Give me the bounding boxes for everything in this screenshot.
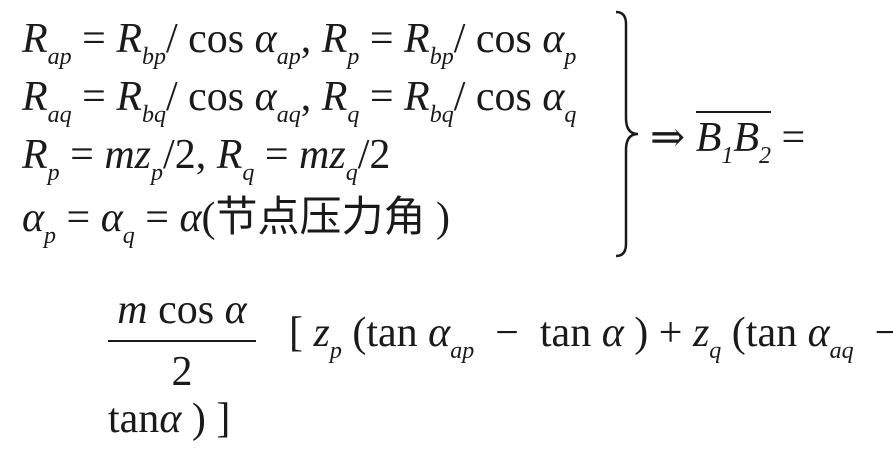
math-token: / cos — [166, 74, 255, 120]
subscript: p — [44, 223, 57, 249]
subscript: p — [347, 44, 360, 70]
math-token: (节点压力角 ) — [201, 195, 450, 241]
implies-symbol: ⇒ — [650, 115, 696, 161]
math-token: (tan — [721, 310, 808, 356]
subscript: 2 — [759, 143, 772, 169]
equation-line-3: Rp = mzp/2, Rq = mzq/2 — [22, 132, 391, 185]
equation-line-2: Raq = Rbq/ cos αaq, Rq = Rbq/ cos αq — [22, 74, 576, 127]
math-token: R — [22, 74, 48, 120]
cos: cos — [147, 287, 225, 333]
math-token: ) ] — [181, 396, 231, 442]
math-token: , — [300, 74, 322, 120]
alpha: α — [224, 287, 247, 333]
math-token: α — [254, 74, 277, 120]
math-token: = — [71, 16, 117, 62]
math-token: , — [300, 16, 322, 62]
subscript: aq — [47, 102, 72, 128]
math-token: α — [807, 310, 830, 356]
math-token: mz — [104, 132, 152, 178]
equals: = — [771, 115, 806, 161]
math-token: α — [100, 195, 123, 241]
math-token: α — [542, 16, 565, 62]
math-token: R — [216, 132, 243, 178]
math-token: tan — [108, 396, 160, 442]
subscript: bq — [142, 102, 166, 128]
subscript: q — [709, 338, 722, 364]
subscript: q — [564, 102, 577, 128]
subscript: aq — [276, 102, 301, 128]
math-token: / cos — [166, 16, 255, 62]
math-token: − tan — [474, 310, 602, 356]
point-b: B — [733, 115, 760, 161]
bracket-line: [ zp (tan αap − tan α ) + zq (tan αaq − — [268, 310, 893, 363]
point-b: B — [695, 115, 722, 161]
segment-b1b2: B1B2 — [695, 111, 772, 169]
math-token: α — [22, 195, 45, 241]
math-token: = — [254, 132, 300, 178]
subscript: bp — [142, 44, 166, 70]
math-token: / cos — [453, 74, 543, 120]
math-token: R — [321, 74, 348, 120]
math-token: α — [179, 195, 202, 241]
right-brace-icon — [615, 10, 639, 258]
math-token: z — [313, 310, 330, 356]
math-token: α — [159, 396, 182, 442]
math-token: = — [359, 74, 405, 120]
math-token: = — [71, 74, 117, 120]
subscript: p — [47, 160, 60, 186]
subscript: ap — [450, 338, 475, 364]
fraction-numerator: m cos α — [108, 286, 256, 342]
subscript: q — [242, 160, 255, 186]
subscript: ap — [47, 44, 72, 70]
subscript: q — [345, 160, 358, 186]
math-token: /2, — [163, 132, 217, 178]
math-token: = — [56, 195, 101, 241]
subscript: bq — [429, 102, 454, 128]
math-token: ) + — [623, 310, 693, 356]
subscript: ap — [276, 44, 301, 70]
math-token: R — [321, 16, 348, 62]
subscript: q — [122, 223, 135, 249]
math-token: R — [404, 74, 430, 120]
math-token: / cos — [453, 16, 543, 62]
subscript: bp — [429, 44, 454, 70]
math-token: mz — [299, 132, 346, 178]
math-token: = — [134, 195, 180, 241]
math-token: R — [116, 74, 142, 120]
subscript: p — [564, 44, 577, 70]
last-line: tanα ) ] — [108, 398, 230, 440]
math-token: α — [601, 310, 624, 356]
subscript: p — [151, 160, 164, 186]
math-token: = — [359, 16, 405, 62]
math-token: α — [542, 74, 565, 120]
math-token: R — [22, 132, 48, 178]
math-token: − — [874, 310, 893, 356]
math-token: α — [428, 310, 451, 356]
subscript: 1 — [721, 143, 734, 169]
subscript: q — [347, 102, 360, 128]
subscript: aq — [829, 338, 854, 364]
math-token: [ — [268, 310, 314, 356]
math-token: R — [404, 16, 430, 62]
math-token: (tan — [341, 310, 429, 356]
math-token: = — [59, 132, 105, 178]
subscript: p — [329, 338, 342, 364]
equation-line-4: αp = αq = α(节点压力角 ) — [22, 195, 450, 248]
math-token: /2 — [357, 132, 391, 178]
equation-line-1: Rap = Rbp/ cos αap, Rp = Rbp/ cos αp — [22, 16, 576, 69]
fraction: m cos α 2 — [108, 286, 256, 396]
math-token: R — [116, 16, 142, 62]
fraction-denominator: 2 — [171, 349, 193, 395]
result-lhs: ⇒ B1B2 = — [650, 111, 806, 169]
math-token: α — [254, 16, 277, 62]
math-token: z — [692, 310, 710, 356]
math-token: R — [22, 16, 48, 62]
var-m: m — [117, 287, 148, 333]
